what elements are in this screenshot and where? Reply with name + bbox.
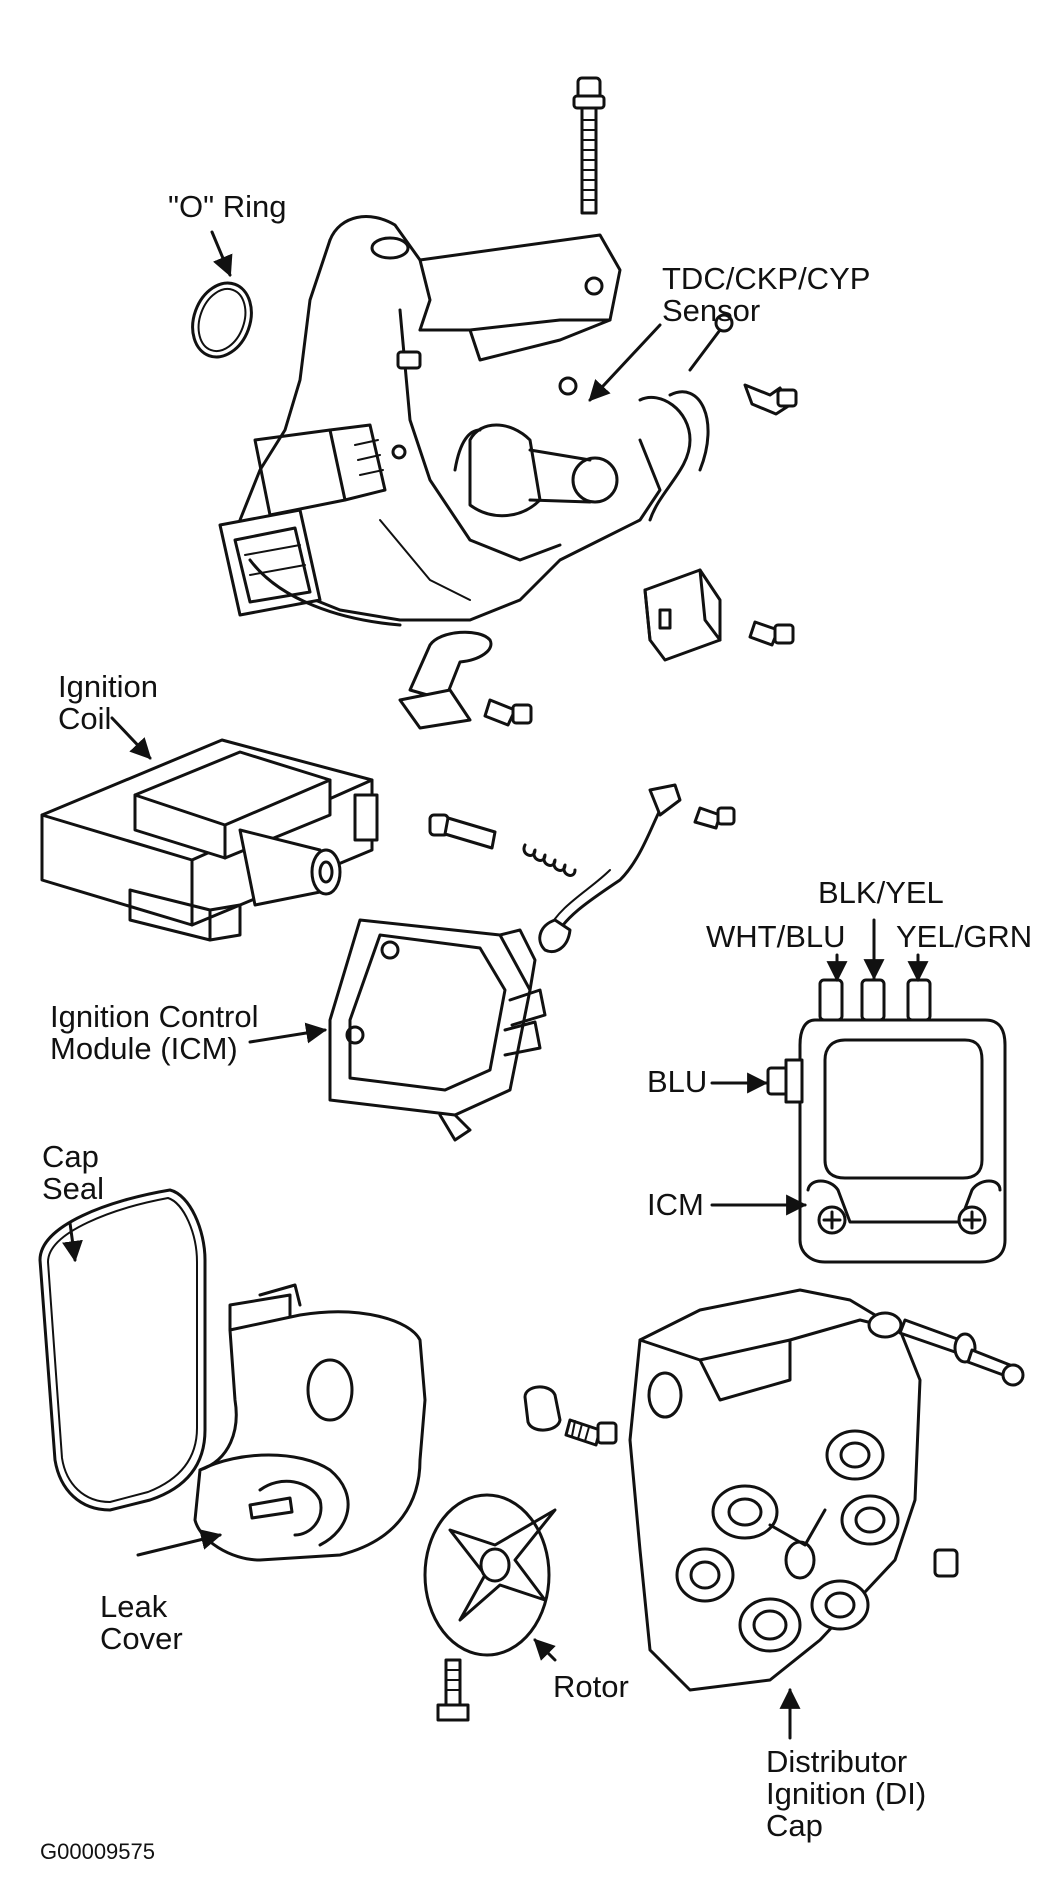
bracket-screw-part bbox=[748, 620, 795, 647]
distributor-housing-part bbox=[218, 215, 734, 627]
di-cap-label-line1: Distributor bbox=[766, 1744, 908, 1779]
coil-screw-part bbox=[428, 813, 497, 850]
coil-spring-part bbox=[522, 843, 577, 877]
o-ring-part bbox=[191, 281, 253, 359]
di-cap-label-line2: Ignition (DI) bbox=[766, 1776, 927, 1811]
leak-cover-label-line1: Leak bbox=[100, 1589, 168, 1624]
ignition-coil-label-line2: Coil bbox=[58, 701, 112, 736]
cap-vent-plug-part bbox=[523, 1385, 618, 1447]
icm-label: ICM bbox=[647, 1187, 704, 1222]
icm-module-part bbox=[328, 918, 547, 1142]
icm-module-label-line1: Ignition Control bbox=[50, 999, 259, 1034]
ignition-coil-label-line1: Ignition bbox=[58, 669, 158, 704]
blu-wire-label: BLU bbox=[647, 1064, 708, 1099]
rotor-screw-part bbox=[436, 1658, 470, 1722]
rotor-part bbox=[423, 1493, 557, 1657]
cap-seal-part bbox=[38, 1188, 207, 1512]
wht-blu-wire-label: WHT/BLU bbox=[706, 919, 846, 954]
leak-cover-label-line2: Cover bbox=[100, 1621, 183, 1656]
di-cap-label-line3: Cap bbox=[766, 1808, 823, 1843]
rotor-label: Rotor bbox=[553, 1669, 629, 1704]
ground-screw-part bbox=[743, 383, 798, 416]
housing-bolt-part bbox=[572, 76, 606, 215]
yel-grn-wire-label: YEL/GRN bbox=[896, 919, 1033, 954]
di-cap-bolt-part bbox=[898, 1318, 1025, 1387]
coil-lead-part bbox=[538, 783, 736, 954]
bracket-part bbox=[643, 568, 722, 662]
icm-detail-part bbox=[766, 978, 1007, 1264]
cap-seal-label-line1: Cap bbox=[42, 1139, 99, 1174]
blk-yel-wire-label: BLK/YEL bbox=[818, 875, 944, 910]
leader-lines bbox=[62, 230, 929, 1740]
cap-seal-label-line2: Seal bbox=[42, 1171, 105, 1206]
clamp-screw-part bbox=[483, 698, 533, 727]
icm-module-label-line2: Module (ICM) bbox=[50, 1031, 238, 1066]
tdc-sensor-label-line1: TDC/CKP/CYP bbox=[662, 261, 871, 296]
leak-cover-part bbox=[193, 1283, 427, 1562]
o-ring-label: "O" Ring bbox=[168, 189, 287, 224]
ignition-coil-part bbox=[40, 738, 379, 942]
figure-id: G00009575 bbox=[40, 1839, 155, 1864]
di-cap-part bbox=[628, 1288, 959, 1692]
tdc-sensor-label-line2: Sensor bbox=[662, 293, 761, 328]
wire-clamp-part bbox=[398, 630, 493, 730]
